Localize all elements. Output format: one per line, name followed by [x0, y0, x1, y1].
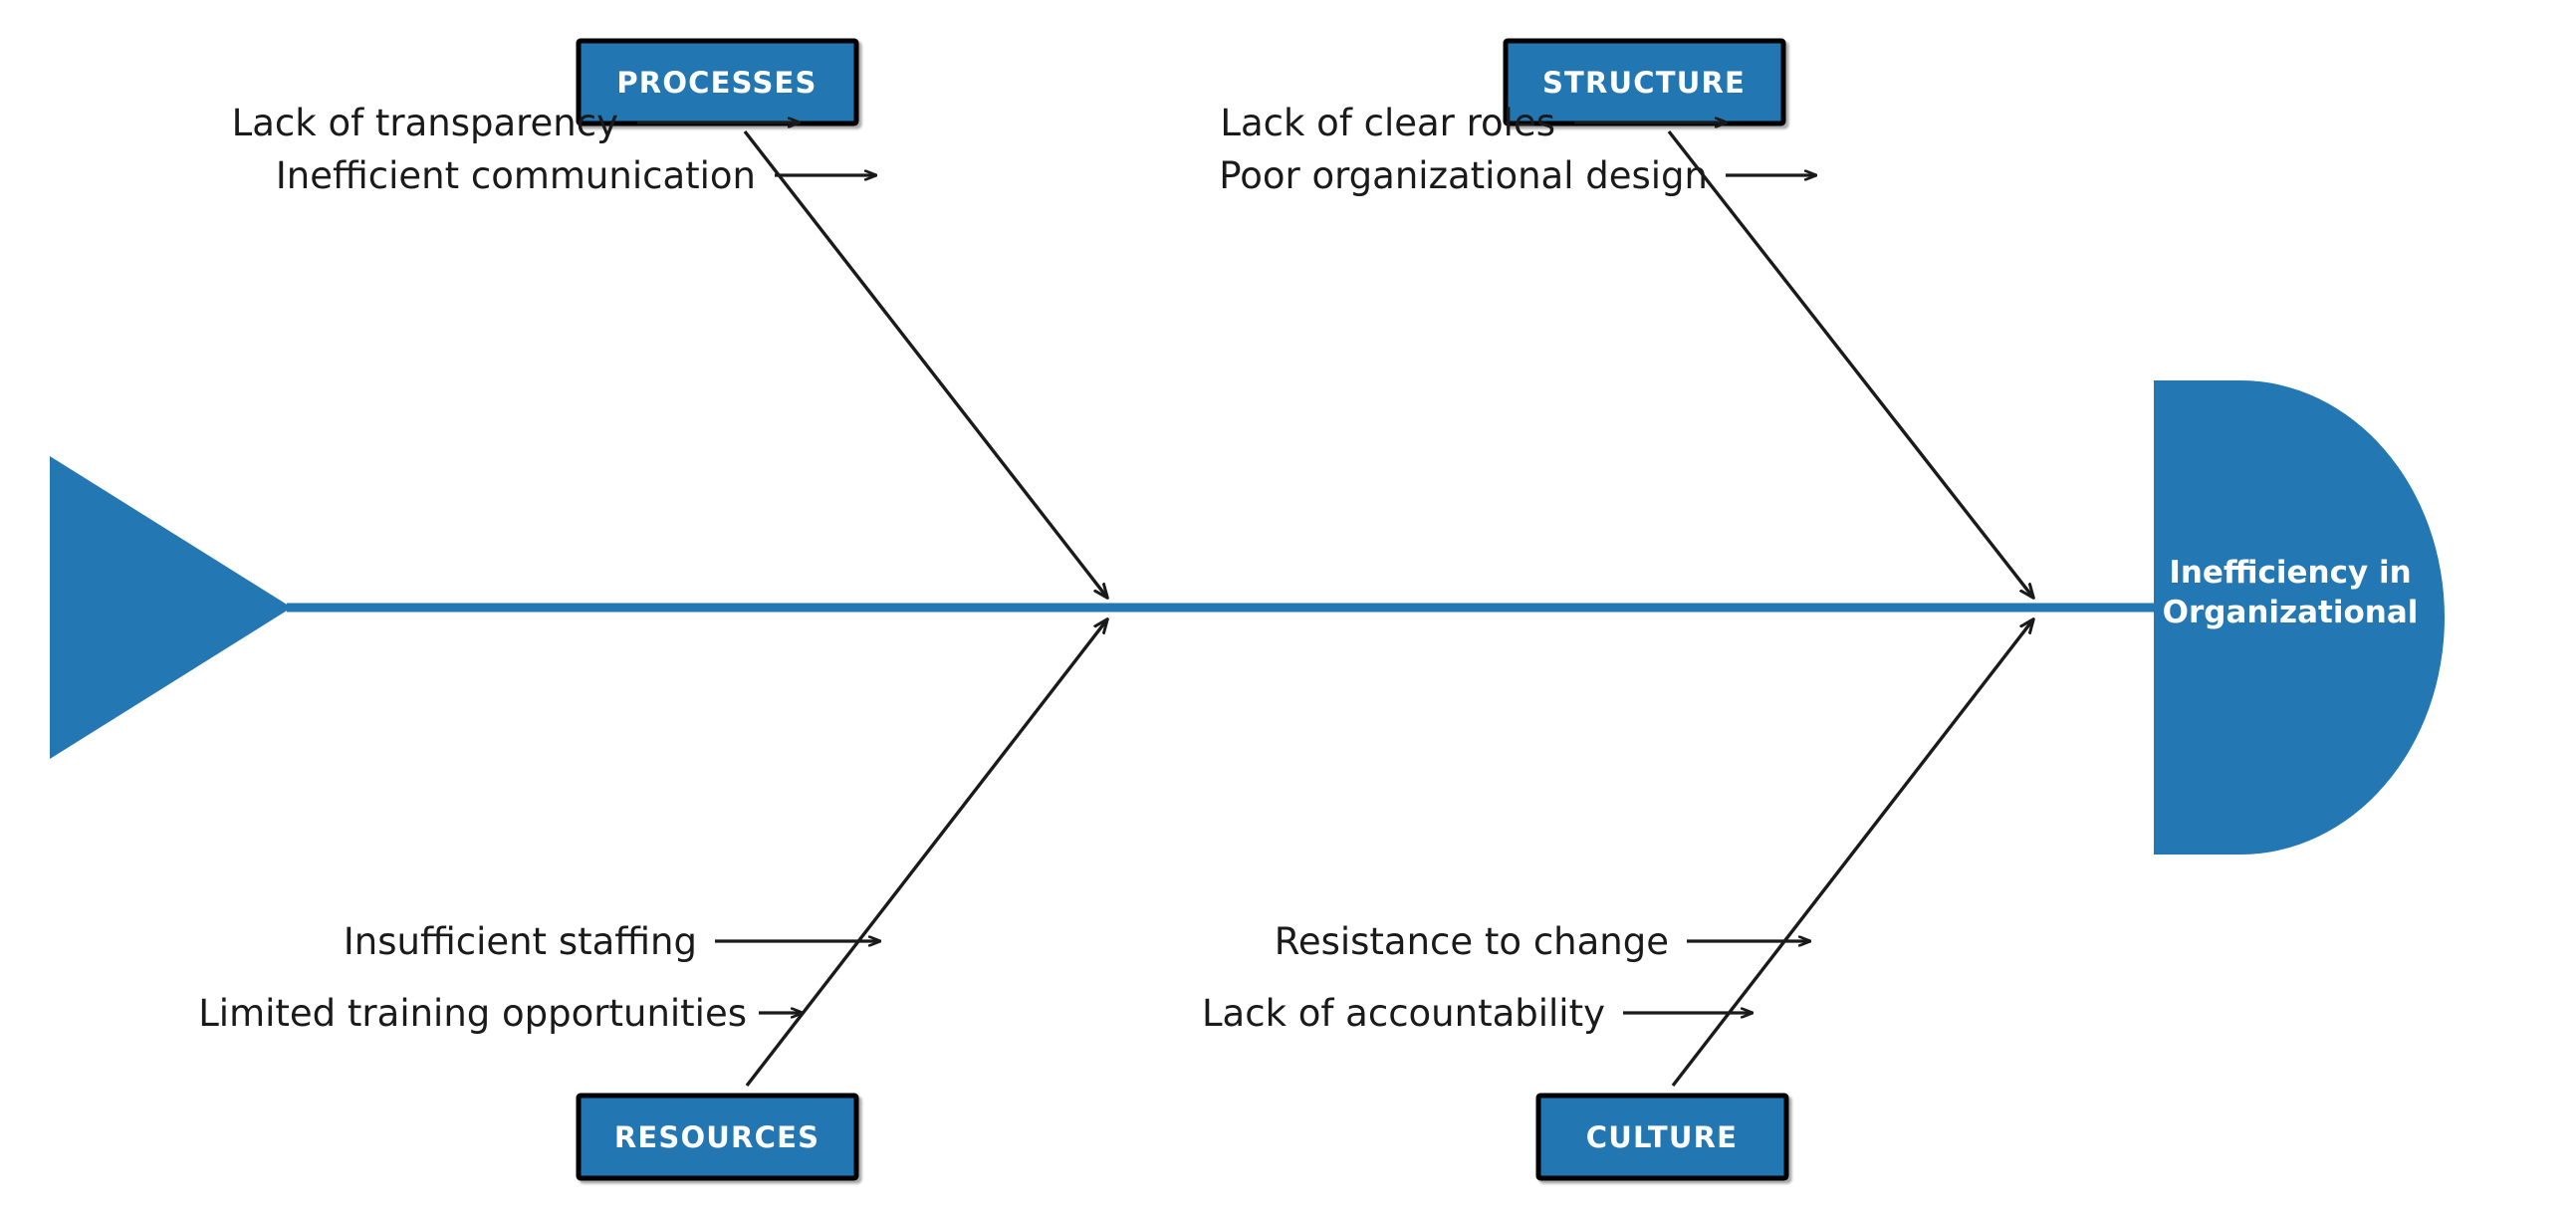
cause-label-processes-1: Inefficient communication: [276, 154, 756, 197]
fish-tail: [50, 456, 292, 759]
cause-label-resources-0: Insufficient staffing: [344, 920, 697, 963]
category-box-processes[interactable]: PROCESSES: [576, 38, 859, 126]
category-label-structure: STRUCTURE: [1542, 66, 1746, 100]
category-box-resources-rect: [576, 1093, 859, 1181]
category-label-culture: CULTURE: [1586, 1120, 1738, 1154]
branch-line-structure: [1667, 129, 2033, 598]
cause-label-culture-0: Resistance to change: [1275, 920, 1669, 963]
problem-statement-line2: Organizational: [2163, 595, 2419, 630]
category-box-resources[interactable]: RESOURCES: [576, 1093, 859, 1181]
cause-label-structure-1: Poor organizational design: [1219, 154, 1708, 197]
branch-line-resources: [745, 619, 1107, 1088]
category-box-culture[interactable]: CULTURE: [1535, 1093, 1789, 1181]
branch-line-culture: [1671, 619, 2033, 1088]
fish-head-shape: [2154, 380, 2445, 855]
category-label-resources: RESOURCES: [614, 1120, 820, 1154]
cause-label-structure-0: Lack of clear roles: [1220, 102, 1555, 144]
category-label-processes: PROCESSES: [616, 66, 817, 100]
problem-statement-line1: Inefficiency in: [2169, 555, 2411, 591]
cause-label-culture-1: Lack of accountability: [1202, 992, 1605, 1035]
cause-label-resources-1: Limited training opportunities: [198, 992, 747, 1035]
category-box-structure[interactable]: STRUCTURE: [1503, 38, 1786, 126]
cause-label-processes-0: Lack of transparency: [232, 102, 618, 144]
category-box-culture-rect: [1535, 1093, 1789, 1181]
branch-line-processes: [743, 129, 1107, 598]
